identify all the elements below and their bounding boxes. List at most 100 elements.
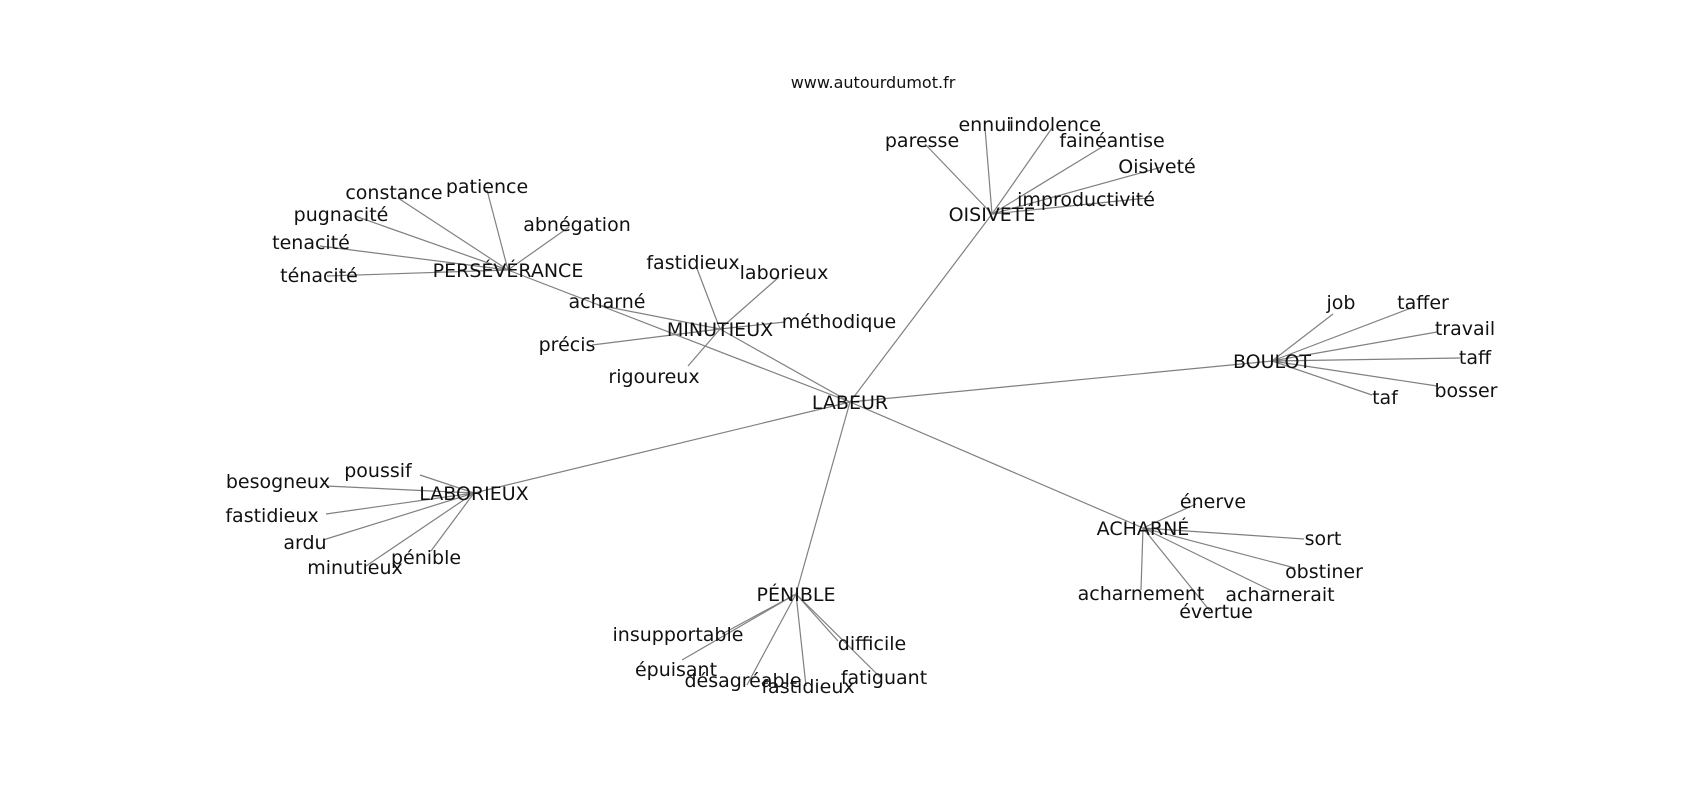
edge-penible-fastidieux [795, 593, 807, 687]
edge-oisivete-faineantise [991, 146, 1103, 215]
word-node-boulot-taf[interactable]: taf [1372, 387, 1399, 409]
word-node-oisivete-ennui[interactable]: ennui [958, 114, 1011, 136]
word-node-perseverance-tenacite[interactable]: ténacité [280, 265, 358, 287]
word-node-minutieux-methodique[interactable]: méthodique [782, 311, 896, 333]
word-node-oisivete-oisivete[interactable]: Oisiveté [1118, 156, 1195, 178]
word-node-oisivete-paresse[interactable]: paresse [885, 130, 959, 152]
hub-node-acharne[interactable]: ACHARNÉ [1097, 517, 1190, 540]
word-node-perseverance-constance[interactable]: constance [345, 182, 442, 204]
edge-oisivete-paresse [924, 143, 993, 215]
edge-perseverance-patience [486, 189, 509, 271]
word-node-acharne-sort[interactable]: sort [1305, 528, 1342, 550]
word-node-minutieux-acharne[interactable]: acharné [569, 291, 646, 313]
edge-laborieux-penible [430, 492, 475, 552]
edge-boulot-bosser [1271, 360, 1438, 387]
edge-boulot-taf [1271, 360, 1373, 396]
word-node-acharne-enerve[interactable]: énerve [1180, 491, 1246, 513]
edge-acharne-acharnement [1140, 527, 1144, 591]
center-node-labeur[interactable]: LABEUR [812, 392, 888, 414]
edge-center-acharne [849, 401, 1144, 529]
word-node-acharne-obstiner[interactable]: obstiner [1285, 561, 1363, 583]
word-node-boulot-taffer[interactable]: taffer [1397, 292, 1449, 314]
word-node-boulot-taff[interactable]: taff [1459, 347, 1492, 369]
edge-acharne-enerve [1142, 503, 1197, 529]
edge-penible-desagreable [746, 593, 797, 686]
edge-center-penible [795, 401, 851, 595]
edge-minutieux-laborieux [719, 276, 780, 330]
edge-laborieux-besogneux [325, 485, 475, 494]
edge-boulot-taff [1271, 357, 1461, 362]
source-url: www.autourdumot.fr [791, 73, 956, 92]
word-node-minutieux-rigoureux[interactable]: rigoureux [608, 366, 699, 388]
edge-oisivete-indolence [991, 127, 1053, 215]
edge-oisivete-ennui [984, 127, 993, 215]
hub-node-laborieux[interactable]: LABORIEUX [419, 483, 528, 505]
word-node-boulot-job[interactable]: job [1326, 292, 1356, 314]
word-node-perseverance-patience[interactable]: patience [446, 176, 528, 198]
word-node-perseverance-tenacite[interactable]: tenacité [272, 232, 350, 254]
word-node-perseverance-pugnacite[interactable]: pugnacité [294, 204, 389, 226]
labels-layer: www.autourdumot.fr LABEUR OISIVETÉ paresse… [225, 73, 1497, 698]
edge-laborieux-poussif [419, 474, 475, 494]
word-node-penible-difficile[interactable]: difficile [838, 633, 906, 655]
edge-center-perseverance [507, 269, 851, 403]
word-node-minutieux-fastidieux[interactable]: fastidieux [646, 252, 739, 274]
edge-center-laborieux [473, 401, 851, 494]
word-node-acharne-acharnerait[interactable]: acharnerait [1225, 584, 1334, 606]
word-node-laborieux-minutieux[interactable]: minutieux [307, 557, 403, 579]
edge-acharne-evertue [1142, 527, 1211, 612]
edge-penible-epuisant [681, 593, 797, 661]
word-node-oisivete-faineantise[interactable]: fainéantise [1059, 130, 1164, 152]
word-node-minutieux-laborieux[interactable]: laborieux [740, 262, 829, 284]
word-node-laborieux-besogneux[interactable]: besogneux [226, 471, 330, 493]
word-node-penible-epuisant[interactable]: épuisant [635, 659, 717, 681]
edge-acharne-obstiner [1142, 527, 1296, 569]
word-node-penible-fastidieux[interactable]: fastidieux [761, 676, 854, 698]
edge-minutieux-rigoureux [687, 328, 721, 367]
edge-center-boulot [849, 360, 1273, 403]
word-node-laborieux-fastidieux[interactable]: fastidieux [225, 505, 318, 527]
word-node-oisivete-improductivite[interactable]: improductivité [1017, 189, 1155, 211]
word-node-boulot-bosser[interactable]: bosser [1435, 380, 1498, 402]
word-node-minutieux-precis[interactable]: précis [539, 334, 596, 356]
word-node-penible-desagreable[interactable]: désagréable [684, 670, 801, 692]
hub-node-minutieux[interactable]: MINUTIEUX [667, 319, 773, 341]
edge-perseverance-pugnacite [354, 215, 509, 271]
word-node-penible-fatiguant[interactable]: fatiguant [841, 667, 927, 689]
edge-center-minutieux [719, 328, 851, 403]
edge-perseverance-abnegation [507, 226, 570, 271]
edge-minutieux-acharne [597, 304, 721, 330]
edge-acharne-acharnerait [1142, 527, 1273, 592]
edge-laborieux-minutieux [365, 492, 475, 567]
hub-node-penible[interactable]: PÉNIBLE [757, 583, 836, 606]
edge-penible-difficile [795, 593, 839, 642]
hub-node-boulot[interactable]: BOULOT [1233, 351, 1311, 373]
word-node-laborieux-poussif[interactable]: poussif [344, 460, 413, 482]
word-node-laborieux-penible[interactable]: pénible [391, 547, 461, 569]
edge-laborieux-fastidieux [325, 492, 475, 515]
word-node-acharne-evertue[interactable]: évertue [1179, 601, 1253, 623]
word-node-acharne-acharnement[interactable]: acharnement [1078, 583, 1205, 605]
edge-minutieux-precis [591, 328, 721, 346]
edge-penible-fatiguant [795, 593, 882, 679]
edge-boulot-taffer [1271, 307, 1412, 362]
word-node-boulot-travail[interactable]: travail [1435, 318, 1495, 340]
hub-node-perseverance[interactable]: PERSÉVÉRANCE [433, 259, 584, 282]
word-node-perseverance-abnegation[interactable]: abnégation [523, 214, 631, 236]
word-node-laborieux-ardu[interactable]: ardu [283, 532, 326, 554]
edge-boulot-job [1271, 313, 1334, 362]
edge-center-oisivete [849, 213, 993, 403]
edge-perseverance-tenacite [319, 245, 509, 271]
word-node-oisivete-indolence[interactable]: indolence [1009, 114, 1101, 136]
edge-minutieux-methodique [719, 321, 786, 330]
edge-oisivete-oisivete [991, 166, 1163, 215]
edge-laborieux-ardu [322, 492, 475, 541]
hub-node-oisivete[interactable]: OISIVETÉ [949, 203, 1036, 226]
word-node-penible-insupportable[interactable]: insupportable [613, 624, 744, 646]
edge-acharne-sort [1142, 527, 1305, 540]
edge-boulot-travail [1271, 331, 1438, 362]
edge-minutieux-fastidieux [695, 265, 721, 330]
edge-oisivete-improductivite [991, 197, 1149, 215]
edge-perseverance-tenacite [326, 269, 509, 277]
